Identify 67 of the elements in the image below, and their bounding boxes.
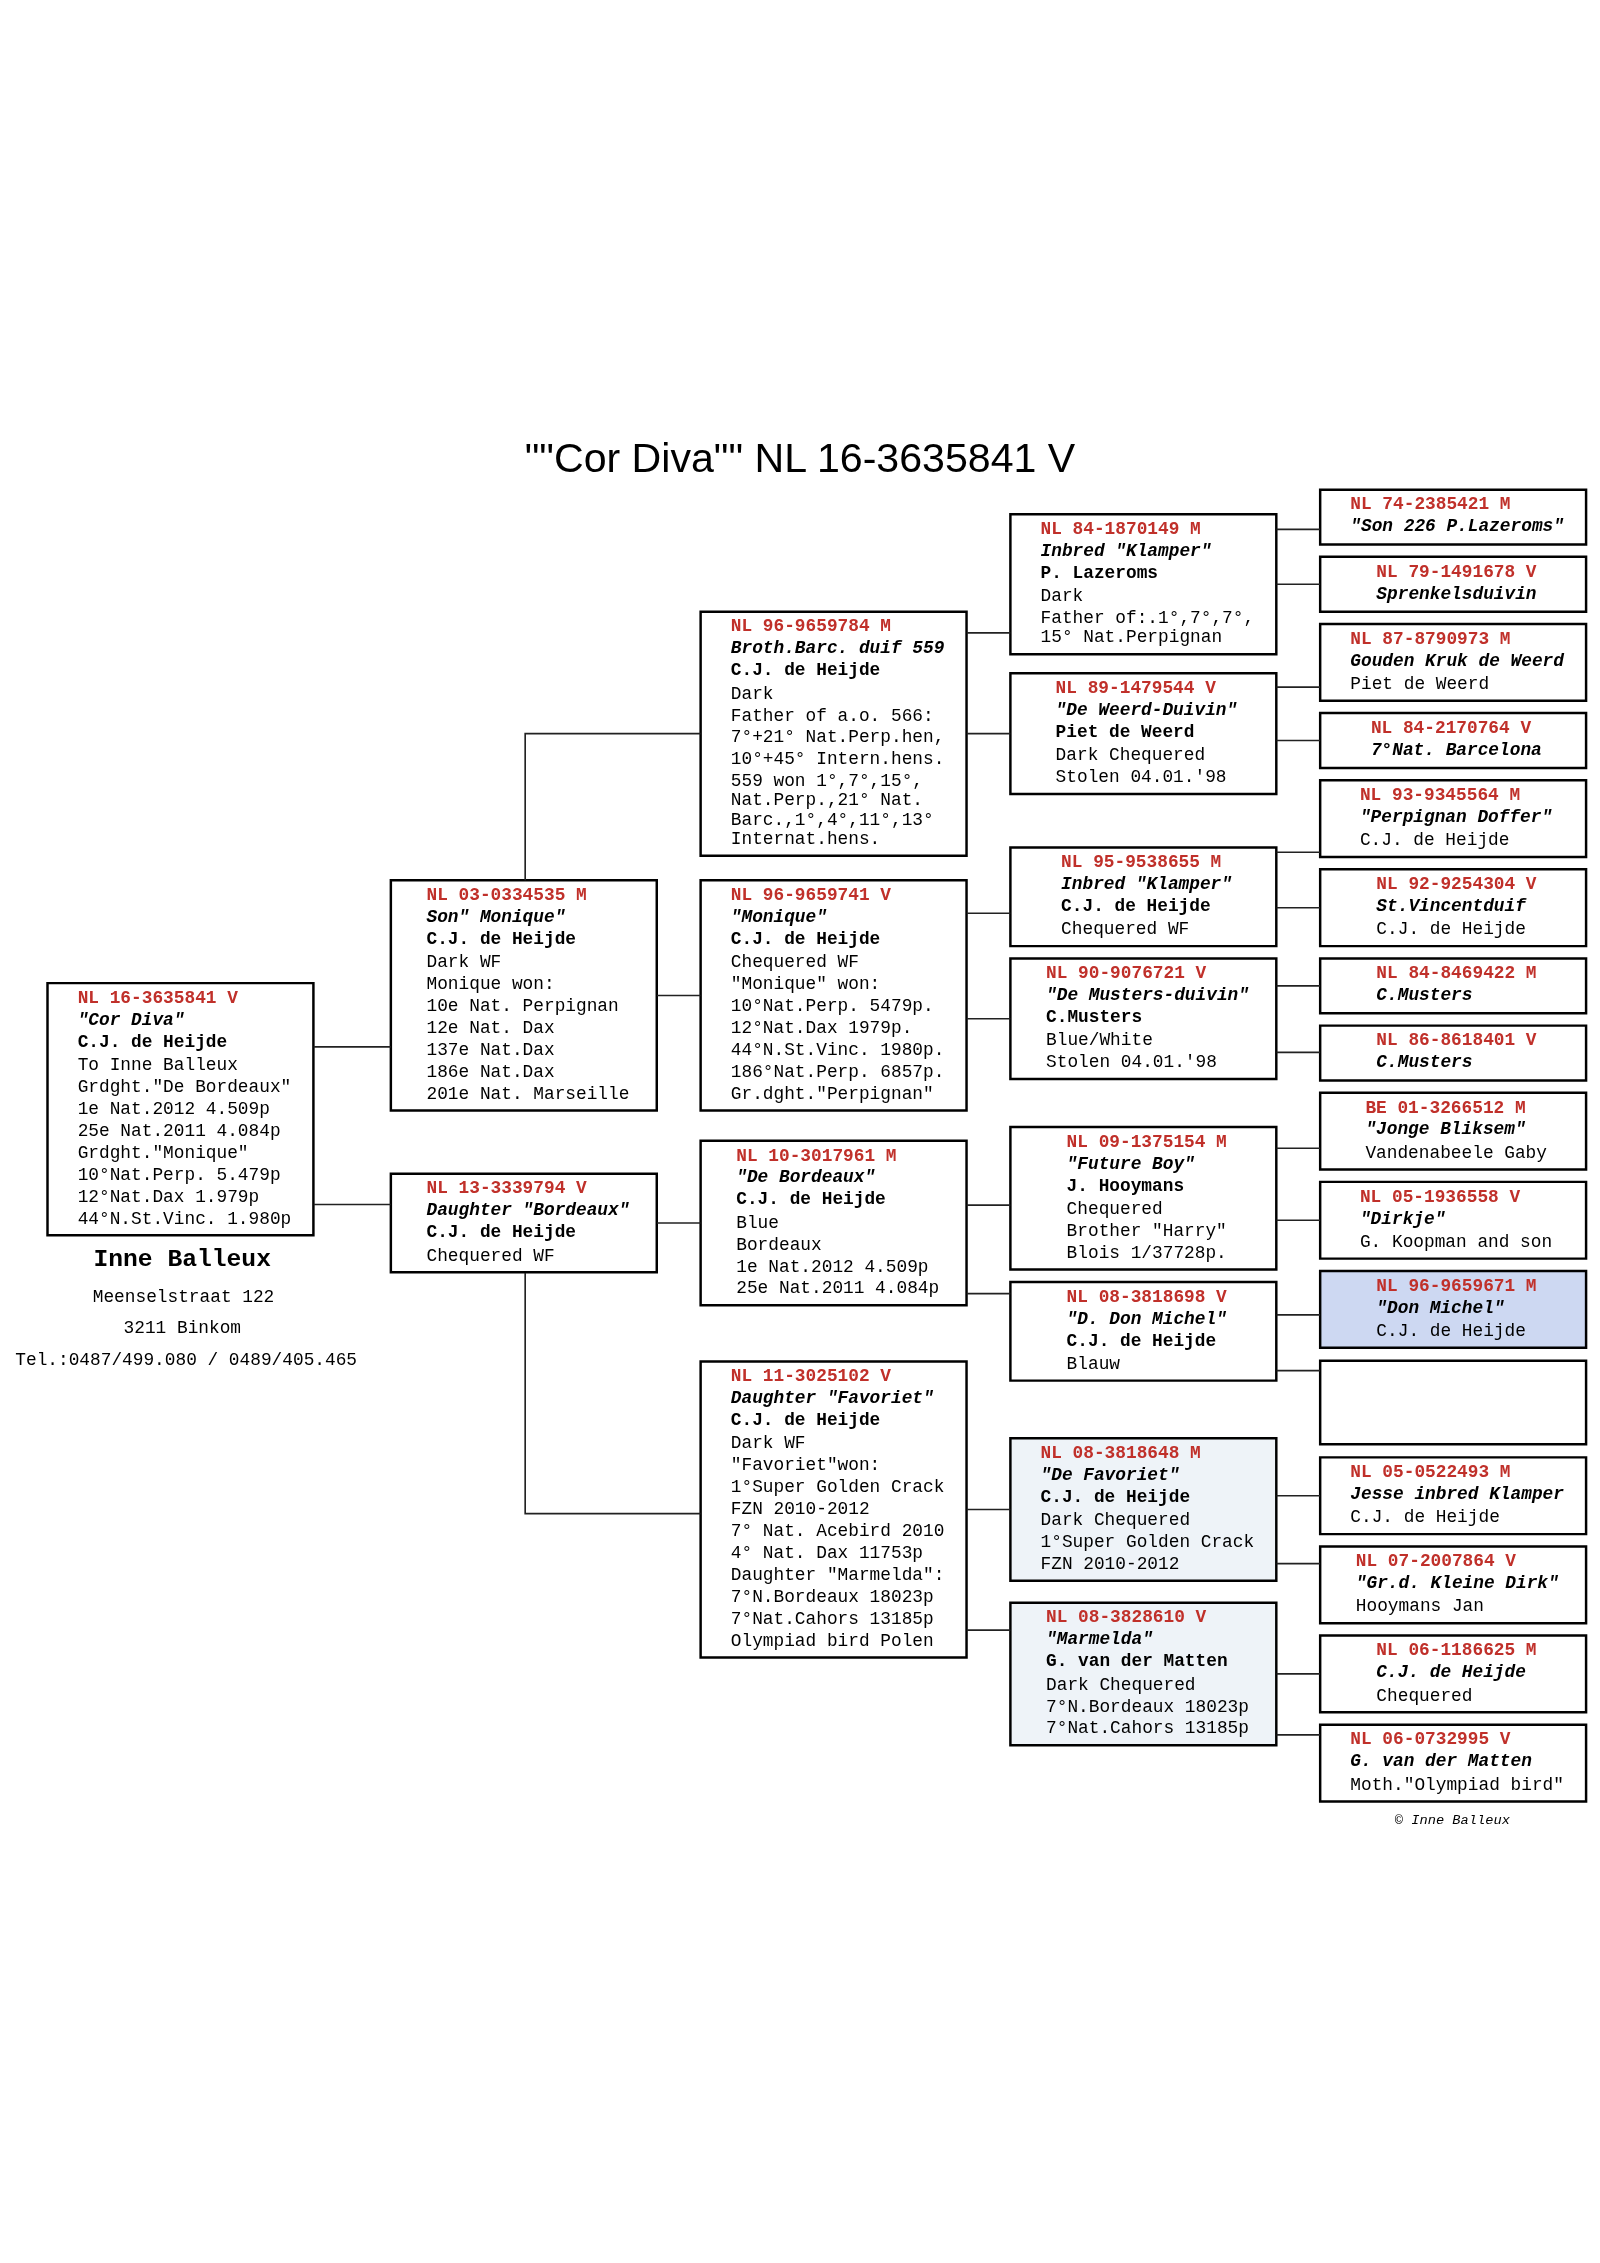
label: 3211 Binkom	[123, 1318, 242, 1339]
connector	[1275, 1219, 1321, 1222]
connector	[1275, 1673, 1321, 1675]
node-box	[1318, 1359, 1588, 1446]
connector	[965, 1204, 1012, 1206]
node-box: NL 84-2170764 V 7°Nat. Barcelona	[1318, 711, 1588, 770]
label: Tel.:0487/499.080 / 0489/405.465	[15, 1349, 358, 1370]
connector	[965, 632, 1012, 634]
node-box: NL 84-1870149 M Inbred "Klamper" P. Lazeroms Dark Father of:.1°,7°,7°, 15° Nat.Perpignan	[1009, 513, 1278, 656]
node-box: NL 06-0732995 V G. van der Matten Moth."Olympiad bird"	[1318, 1723, 1588, 1803]
node-box: NL 93-9345564 M "Perpignan Doffer" C.J. de Heijde	[1318, 779, 1588, 859]
node-box: NL 96-9659671 M "Don Michel" C.J. de Heijde	[1318, 1269, 1588, 1349]
diagram-title: ""Cor Diva"" NL 16-3635841 V	[524, 434, 1076, 481]
connector	[1275, 583, 1321, 586]
node-box: NL 10-3017961 M "De Bordeaux" C.J. de Heijde Blue Bordeaux 1e Nat.2012 4.509p 25e Nat.2011 4.084p	[699, 1139, 968, 1307]
connector	[1275, 528, 1321, 531]
node-box: NL 08-3818648 M "De Favoriet" C.J. de Heijde Dark Chequered 1°Super Golden Crack FZN 2010-2012	[1009, 1436, 1278, 1582]
node-box: NL 07-2007864 V "Gr.d. Kleine Dirk" Hooymans Jan	[1318, 1545, 1588, 1625]
connector	[965, 1508, 1012, 1511]
node-box: NL 11-3025102 V Daughter "Favoriet" C.J. de Heijde Dark WF "Favoriet"won: 1°Super Golden Crack FZN 2010-2012 7° Nat. Acebird 2010 4° Nat. Dax 11753p Daughter "Marmelda": 7°N.Bordeaux 18023p 7°Nat.Cahors 13185p Olympiad bird Polen	[699, 1360, 968, 1659]
connector	[1275, 1494, 1321, 1497]
connector	[524, 1272, 702, 1515]
node-box: NL 09-1375154 M "Future Boy" J. Hooymans Chequered Brother "Harry" Blois 1/37728p.	[1009, 1125, 1278, 1271]
connector	[312, 1046, 392, 1048]
connector	[1275, 1562, 1321, 1565]
connector	[656, 994, 702, 997]
node-box: NL 74-2385421 M "Son 226 P.Lazeroms"	[1318, 488, 1588, 546]
connector	[1275, 985, 1321, 987]
connector	[965, 732, 1012, 735]
connector	[965, 1292, 1012, 1295]
connector	[1275, 1734, 1321, 1736]
node-box: NL 05-0522493 M Jesse inbred Klamper C.J. de Heijde	[1318, 1456, 1588, 1536]
connector	[1275, 1051, 1321, 1054]
node-box: NL 96-9659741 V "Monique" C.J. de Heijde Chequered WF "Monique" won: 10°Nat.Perp. 5479p. 12°Nat.Dax 1979p. 44°N.St.Vinc. 1980p. 186°Nat.Perp. 6857p. Gr.dght."Perpignan"	[699, 879, 968, 1112]
node-box: NL 87-8790973 M Gouden Kruk de Weerd Piet de Weerd	[1318, 622, 1588, 702]
label: Meenselstraat 122	[92, 1286, 275, 1307]
node-box: NL 90-9076721 V "De Musters-duivin" C.Musters Blue/White Stolen 04.01.'98	[1009, 957, 1278, 1081]
node-box: NL 08-3818698 V "D. Don Michel" C.J. de Heijde Blauw	[1009, 1280, 1278, 1382]
connector	[1275, 1369, 1321, 1372]
node-box: NL 79-1491678 V Sprenkelsduivin	[1318, 555, 1588, 613]
connector	[312, 1203, 392, 1206]
node-box: NL 86-8618401 V C.Musters	[1318, 1024, 1588, 1082]
node-box: NL 92-9254304 V St.Vincentduif C.J. de Heijde	[1318, 868, 1588, 948]
connector	[1275, 739, 1321, 742]
connector	[1275, 686, 1321, 688]
node-box: NL 96-9659784 M Broth.Barc. duif 559 C.J. de Heijde Dark Father of a.o. 566: 7°+21° Nat.Perp.hen, 10°+45° Intern.hens. 559 won 1°,7°,15°, Nat.Perp.,21° Nat. Barc.,1°,4°,11°,13° Internat.hens.	[699, 610, 968, 857]
connector	[656, 1222, 702, 1224]
connector	[1275, 1147, 1321, 1150]
connector	[524, 732, 702, 882]
node-box: NL 84-8469422 M C.Musters	[1318, 957, 1588, 1015]
connector	[965, 912, 1012, 915]
label: Inne Balleux	[93, 1245, 271, 1274]
connector	[1275, 906, 1321, 909]
connector	[1275, 851, 1321, 854]
node-box: BE 01-3266512 M "Jonge Bliksem" Vandenabeele Gaby	[1318, 1091, 1588, 1171]
connector	[1275, 1314, 1321, 1316]
connector	[965, 1017, 1012, 1020]
node-box: NL 95-9538655 M Inbred "Klamper" C.J. de Heijde Chequered WF	[1009, 846, 1278, 948]
node-box: NL 03-0334535 M Son" Monique" C.J. de Heijde Dark WF Monique won: 10e Nat. Perpignan 12e Nat. Dax 137e Nat.Dax 186e Nat.Dax 201e Nat. Marseille	[389, 879, 658, 1112]
node-box: NL 08-3828610 V "Marmelda" G. van der Matten Dark Chequered 7°N.Bordeaux 18023p 7°Nat.Cahors 13185p	[1009, 1601, 1278, 1747]
node-box: NL 13-3339794 V Daughter "Bordeaux" C.J. de Heijde Chequered WF	[389, 1172, 658, 1274]
node-box: NL 89-1479544 V "De Weerd-Duivin" Piet de Weerd Dark Chequered Stolen 04.01.'98	[1009, 672, 1278, 796]
connector	[965, 1629, 1012, 1631]
node-box: NL 16-3635841 V "Cor Diva" C.J. de Heijde To Inne Balleux Grdght."De Bordeaux" 1e Nat.2012 4.509p 25e Nat.2011 4.084p Grdght."Monique" 10°Nat.Perp. 5.479p 12°Nat.Dax 1.979p 44°N.St.Vinc. 1.980p	[46, 981, 315, 1237]
node-box: NL 06-1186625 M C.J. de Heijde Chequered	[1318, 1634, 1588, 1714]
label: © Inne Balleux	[1394, 1813, 1510, 1829]
node-box: NL 05-1936558 V "Dirkje" G. Koopman and son	[1318, 1180, 1588, 1260]
